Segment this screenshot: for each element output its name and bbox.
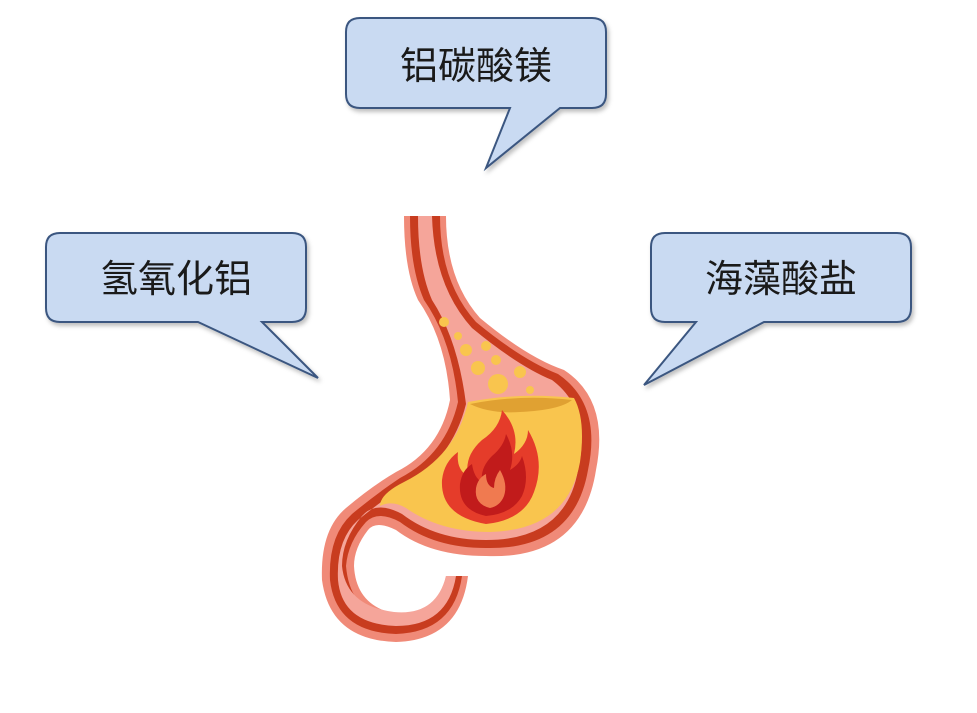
fire-icon	[441, 410, 539, 524]
stomach-icon	[321, 216, 600, 642]
callout-top	[345, 17, 607, 172]
callout-left-label: 氢氧化铝	[99, 257, 252, 301]
callout-left	[45, 232, 319, 379]
callout-right-label: 海藻酸盐	[704, 257, 857, 301]
callout-top-label: 铝碳酸镁	[399, 44, 552, 88]
callout-right	[643, 232, 912, 386]
